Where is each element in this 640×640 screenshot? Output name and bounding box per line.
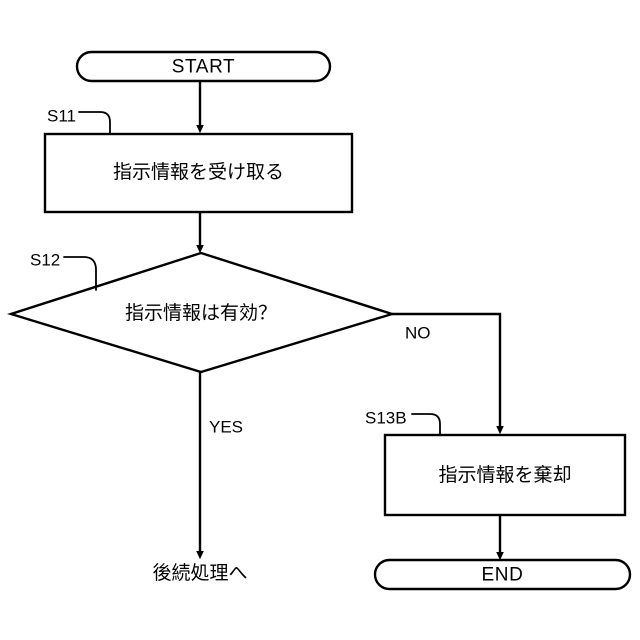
step-id-validate: S12: [30, 250, 97, 291]
validate-leader-line: [63, 256, 97, 291]
discard-step-id: S13B: [365, 408, 407, 427]
edge-label-yes: YES: [209, 417, 243, 436]
step-id-receive: S11: [47, 106, 111, 135]
discard-label: 指示情報を棄却: [438, 464, 571, 486]
edge-label-no: NO: [405, 323, 431, 342]
receive-leader-line: [78, 111, 111, 135]
discard-process-shape: [383, 433, 627, 517]
validate-step-id: S12: [30, 250, 60, 269]
node-end[interactable]: END: [373, 558, 632, 591]
continue-note-label: 後続処理へ: [152, 562, 247, 584]
start-terminator-shape: [75, 50, 332, 83]
end-terminator-shape: [373, 558, 632, 591]
discard-leader-line: [411, 413, 441, 436]
receive-label: 指示情報を受け取る: [113, 161, 284, 183]
end-label: END: [482, 565, 524, 586]
start-label: START: [172, 57, 236, 78]
node-receive[interactable]: 指示情報を受け取る: [43, 132, 354, 214]
validate-label: 指示情報は有効？: [125, 302, 277, 324]
node-discard[interactable]: 指示情報を棄却: [383, 433, 627, 517]
receive-process-shape: [43, 132, 354, 214]
receive-step-id: S11: [47, 106, 76, 125]
node-validate[interactable]: 指示情報は有効？: [6, 251, 397, 374]
node-start[interactable]: START: [75, 50, 332, 83]
step-id-discard: S13B: [365, 408, 441, 436]
connector-validate-no: [392, 312, 504, 435]
